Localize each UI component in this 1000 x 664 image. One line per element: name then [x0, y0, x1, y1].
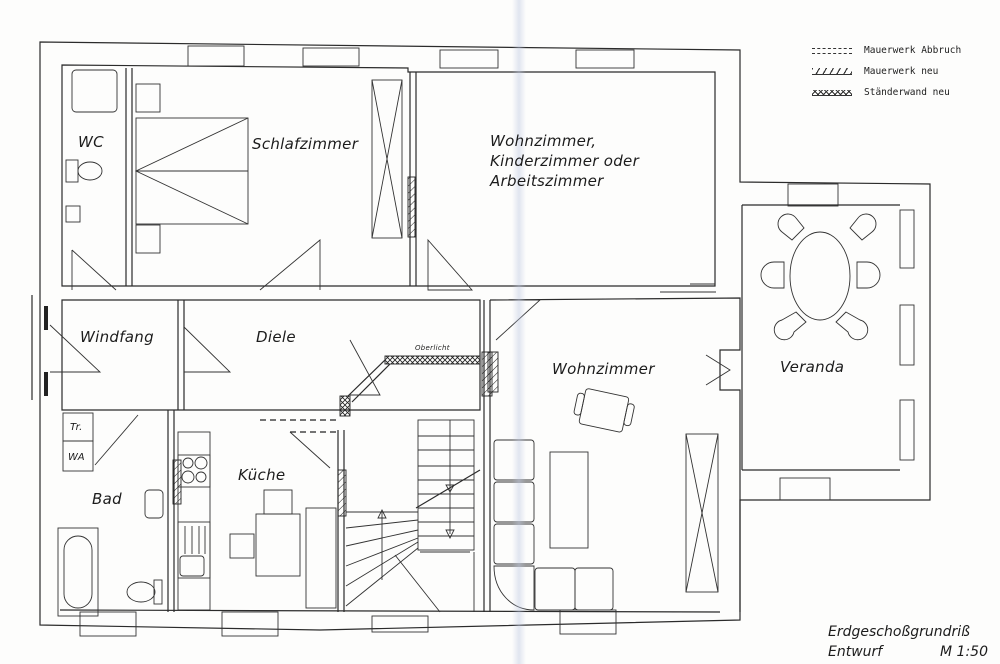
title-block: Erdgeschoßgrundriß Entwurf M 1:50: [828, 622, 988, 662]
legend-label: Ständerwand neu: [864, 87, 950, 98]
paper-fold-shadow: [512, 0, 526, 664]
legend-label: Mauerwerk neu: [864, 66, 939, 77]
room-label-veranda: Veranda: [780, 358, 845, 376]
bedroom-furniture: [134, 79, 403, 291]
demolished-masonry: [260, 419, 340, 433]
annotation-trockner: Tr.: [70, 422, 83, 433]
flex-room-door: [427, 238, 716, 293]
annotation-oberlicht: Oberlicht: [415, 344, 450, 352]
room-label-schlafzimmer: Schlafzimmer: [252, 135, 359, 153]
legend-item-demolished: Mauerwerk Abbruch: [812, 40, 961, 61]
room-label-windfang: Windfang: [80, 328, 154, 346]
windows-bottom: [79, 609, 617, 637]
plan-title: Erdgeschoßgrundriß: [828, 624, 970, 640]
bathroom-fixtures: [57, 412, 164, 617]
plan-scale: M 1:50: [940, 644, 988, 660]
legend-item-new-masonry: Mauerwerk neu: [812, 61, 961, 82]
staircase: [345, 419, 481, 613]
legend: Mauerwerk Abbruch Mauerwerk neu Ständerw…: [812, 40, 961, 103]
room-label-bad: Bad: [92, 490, 122, 508]
room-label-flex-line3: Arbeitszimmer: [490, 172, 604, 190]
legend-label: Mauerwerk Abbruch: [864, 45, 962, 56]
cross-hatched-wall-icon: [812, 89, 852, 96]
outer-walls: [31, 41, 931, 631]
wc-fixtures: [65, 69, 118, 291]
annotation-waschmaschine: WA: [68, 452, 85, 463]
hall-doors: [44, 306, 381, 396]
room-label-diele: Diele: [256, 328, 296, 346]
kitchen-fixtures: [177, 431, 337, 611]
room-label-flex-line1: Wohnzimmer,: [490, 132, 597, 150]
veranda-table: [705, 213, 881, 386]
plan-subtitle: Entwurf: [828, 644, 883, 660]
legend-item-new-stud-wall: Ständerwand neu: [812, 82, 961, 103]
room-label-flex-line2: Kinderzimmer oder: [490, 152, 640, 170]
windows-top: [187, 45, 915, 501]
new-stud-walls: [339, 355, 481, 417]
living-room-furniture: [493, 299, 719, 611]
room-label-wc: WC: [78, 133, 104, 151]
room-label-wohnzimmer: Wohnzimmer: [552, 360, 655, 378]
room-label-kueche: Küche: [238, 466, 286, 484]
hatched-wall-icon: [812, 68, 852, 75]
dashed-line-icon: [812, 47, 852, 54]
new-masonry: [172, 176, 499, 517]
